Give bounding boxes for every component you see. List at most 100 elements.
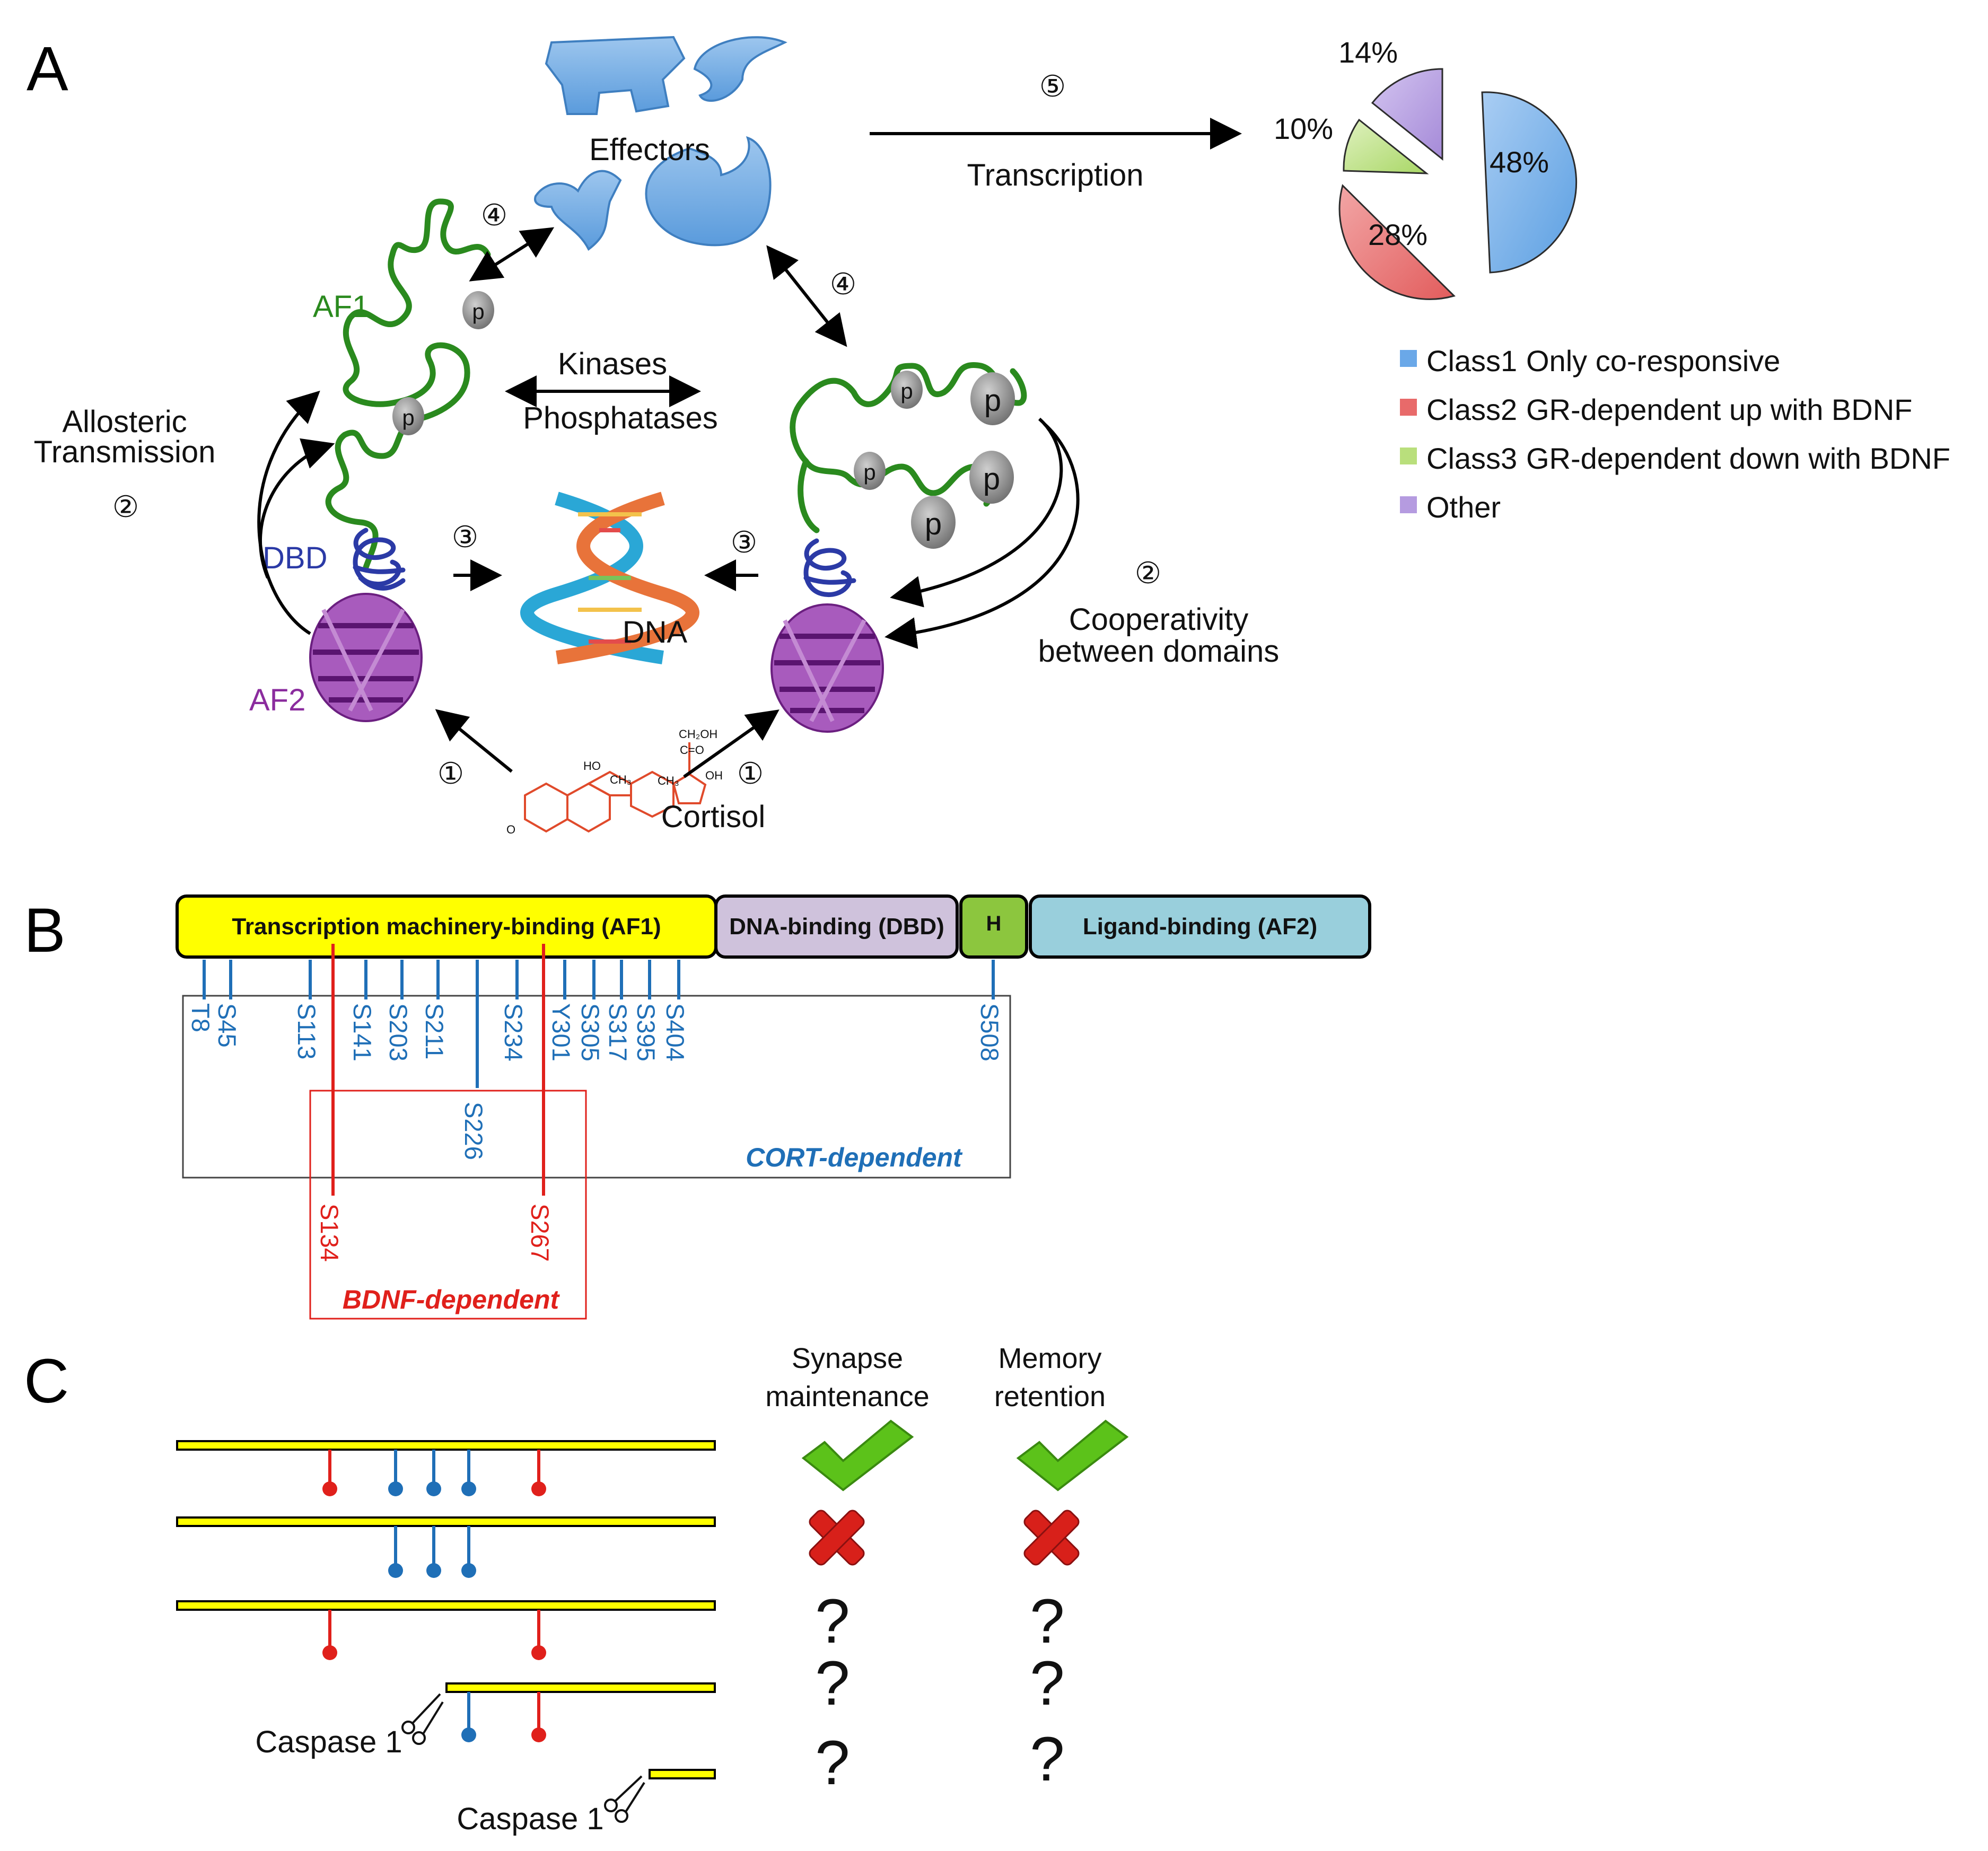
legend-swatch-class2 — [1400, 399, 1417, 416]
site-y301: Y301 — [547, 1003, 575, 1062]
col-memory-line2: retention — [994, 1381, 1106, 1413]
legend-class1-name: Class1 — [1426, 344, 1517, 378]
step2-arrow-left-inner — [258, 438, 335, 579]
left-phospho-2: p — [392, 397, 424, 435]
step-4-marker-left: ④ — [481, 198, 507, 232]
panel-a-letter: A — [27, 34, 68, 104]
cort-sites: T8 S45 S113 S141 S203 S211 S226 S234 Y30… — [187, 960, 1004, 1160]
step-5-marker: ⑤ — [1039, 69, 1066, 103]
right-phospho-5: p — [911, 496, 956, 549]
right-phospho-3: p — [854, 452, 886, 490]
pie-slice-class1 — [1481, 91, 1578, 274]
variant-row-3 — [176, 1600, 716, 1660]
step-2-marker-left: ② — [112, 490, 139, 523]
site-s141: S141 — [348, 1003, 376, 1062]
right-dbd-structure — [803, 538, 856, 598]
step1-arrow-left — [435, 709, 513, 773]
svg-text:p: p — [983, 462, 1000, 496]
variant-row-5 — [649, 1769, 716, 1779]
cross-icon — [809, 1510, 865, 1566]
legend-class3-desc: GR-dependent down with BDNF — [1526, 442, 1950, 475]
variant-row-4 — [445, 1682, 716, 1742]
cortisol-label: Cortisol — [661, 800, 766, 834]
effectors-label: Effectors — [589, 133, 710, 167]
check-icon — [1016, 1419, 1129, 1492]
variant-row-2 — [176, 1516, 716, 1578]
step-3-marker-right: ③ — [731, 525, 757, 559]
site-s395: S395 — [632, 1003, 660, 1062]
phosphatases-label: Phosphatases — [523, 401, 718, 435]
dna-label: DNA — [623, 615, 688, 650]
variant-row-1 — [176, 1440, 716, 1496]
svg-text:CH₃: CH₃ — [658, 774, 679, 787]
left-af2-structure — [309, 593, 423, 722]
question-mark: ? — [815, 1648, 850, 1718]
legend-swatch-other — [1400, 496, 1417, 513]
pie-label-class2: 28% — [1368, 218, 1427, 251]
dna-helix — [520, 492, 699, 664]
question-mark: ? — [1030, 1586, 1065, 1656]
left-dbd-structure — [353, 528, 406, 591]
question-mark: ? — [815, 1586, 850, 1656]
panel-b-letter: B — [24, 896, 66, 966]
bdnf-sites: S134 S267 — [316, 944, 554, 1262]
site-s45: S45 — [213, 1003, 241, 1048]
domain-dbd — [714, 894, 959, 959]
effectors-shapes — [534, 36, 787, 251]
panel-b: B Transcription machinery-binding (AF1) … — [24, 894, 1371, 1320]
domain-hinge — [959, 894, 1028, 959]
right-phospho-4: p — [969, 451, 1014, 504]
domain-af2-label: Ligand-binding (AF2) — [1083, 914, 1317, 940]
svg-text:OH: OH — [705, 769, 723, 782]
question-mark: ? — [1030, 1648, 1065, 1718]
svg-text:p: p — [900, 379, 913, 403]
domain-af2 — [1029, 894, 1371, 959]
svg-text:p: p — [984, 383, 1001, 418]
legend-class2-desc: GR-dependent up with BDNF — [1526, 393, 1912, 426]
step-2-marker-right: ② — [1135, 556, 1161, 590]
svg-text:C=O: C=O — [680, 743, 704, 757]
allosteric-label-2: Transmission — [34, 435, 216, 469]
left-phospho-1: p — [462, 291, 494, 329]
af2-label: AF2 — [249, 683, 305, 717]
legend-class1-desc: Only co-responsive — [1526, 344, 1780, 378]
step4-arrow-right — [766, 245, 847, 347]
legend-class3-name: Class3 — [1426, 442, 1517, 475]
svg-text:p: p — [402, 405, 414, 430]
site-s267: S267 — [526, 1204, 554, 1262]
pie-slice-class2 — [1338, 184, 1456, 300]
domain-hinge-label: H — [986, 912, 1002, 935]
svg-text:CH₂OH: CH₂OH — [679, 727, 717, 741]
site-s404: S404 — [661, 1003, 689, 1062]
pie-label-class1: 48% — [1490, 145, 1549, 179]
transcription-label: Transcription — [967, 158, 1143, 192]
legend-other-name: Other — [1426, 490, 1501, 524]
scissors-icon — [401, 1693, 444, 1745]
bdnf-dependent-box — [309, 1090, 587, 1320]
scissors-icon — [604, 1775, 645, 1823]
site-s234: S234 — [500, 1003, 528, 1062]
site-s317: S317 — [604, 1003, 632, 1062]
panel-a: A Effectors ⑤ Transcription 48% 28% 10% … — [27, 34, 1950, 836]
left-af1-chain — [325, 198, 491, 571]
caspase-label-1: Caspase 1 — [255, 1725, 402, 1759]
svg-text:HO: HO — [583, 759, 601, 773]
right-af2-structure — [770, 603, 884, 733]
site-s113: S113 — [293, 1003, 321, 1059]
legend-swatch-class3 — [1400, 448, 1417, 464]
pie-label-class3: 10% — [1274, 112, 1333, 145]
col-synapse-line2: maintenance — [765, 1381, 929, 1413]
af1-label: AF1 — [313, 290, 369, 324]
svg-text:CH₃: CH₃ — [610, 773, 632, 786]
site-s211: S211 — [421, 1003, 449, 1059]
pie-chart — [1338, 68, 1578, 300]
right-phospho-1: p — [891, 371, 923, 409]
site-t8: T8 — [187, 1003, 215, 1032]
site-s203: S203 — [384, 1003, 413, 1062]
check-icon — [801, 1419, 914, 1492]
cort-dependent-box — [182, 995, 1011, 1179]
site-s305: S305 — [576, 1003, 605, 1062]
step2-arrow-right-outer — [884, 423, 1080, 649]
domain-dbd-label: DNA-binding (DBD) — [729, 914, 944, 940]
